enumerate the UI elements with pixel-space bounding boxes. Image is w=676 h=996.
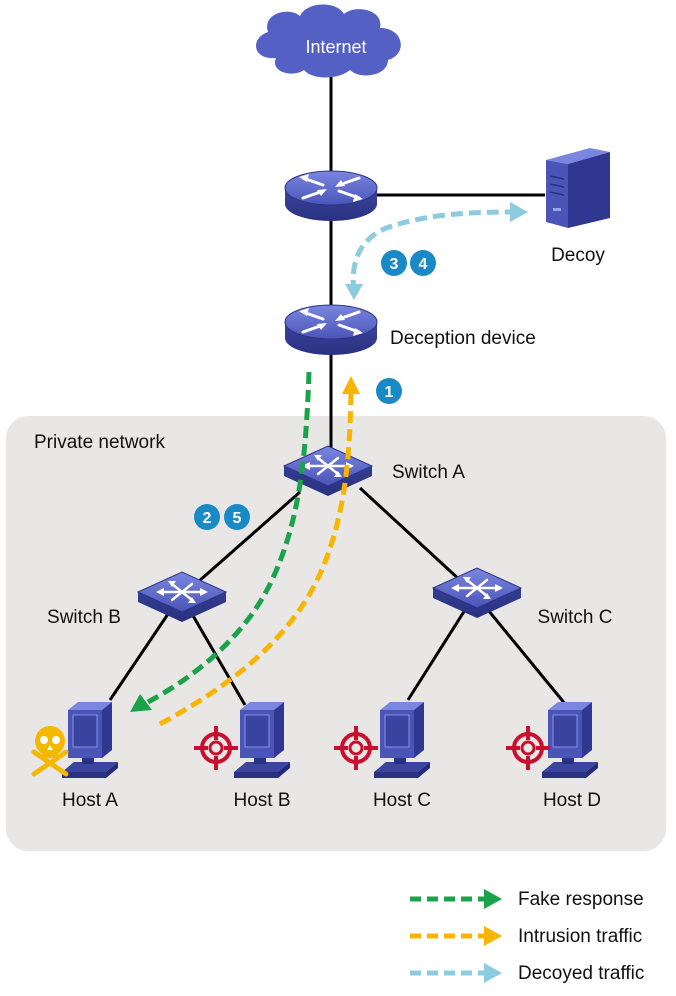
switch-b-label: Switch B — [47, 607, 121, 628]
svg-text:1: 1 — [385, 384, 394, 401]
internet-label: Internet — [305, 37, 366, 57]
private-network-region — [6, 416, 666, 851]
legend-item-fake-response: Fake response — [410, 889, 644, 910]
decoy-server-icon[interactable] — [546, 148, 610, 228]
decoyed-traffic-arrowhead — [345, 284, 363, 300]
legend-item-intrusion-traffic: Intrusion traffic — [410, 926, 642, 947]
deception-device-label: Deception device — [390, 328, 536, 349]
step-badge-2: 2 — [194, 504, 220, 530]
host-d-icon[interactable] — [541, 701, 599, 779]
intrusion-traffic-arrowhead — [342, 376, 360, 394]
internet-cloud-icon — [256, 4, 401, 78]
svg-text:4: 4 — [419, 256, 428, 273]
svg-text:Fake response: Fake response — [518, 889, 644, 910]
fake-response-path — [146, 371, 312, 705]
fake-response-arrowhead — [130, 694, 152, 712]
host-c-icon[interactable] — [373, 701, 431, 779]
host-a-label: Host A — [62, 790, 118, 811]
switch-a-label: Switch A — [392, 462, 465, 483]
host-c-label: Host C — [373, 790, 431, 811]
decoy-label: Decoy — [551, 245, 605, 266]
svg-text:Intrusion traffic: Intrusion traffic — [518, 926, 642, 947]
svg-text:2: 2 — [203, 510, 212, 527]
skull-icon — [31, 726, 69, 777]
decoyed-traffic-path — [350, 209, 513, 293]
step-badge-1: 1 — [376, 378, 402, 404]
svg-text:3: 3 — [390, 256, 399, 273]
svg-text:5: 5 — [233, 510, 242, 527]
deception-device-icon[interactable] — [283, 303, 379, 357]
host-b-label: Host B — [233, 790, 290, 811]
host-b-icon[interactable] — [233, 701, 291, 779]
router-icon[interactable] — [283, 169, 379, 223]
svg-text:Decoyed traffic: Decoyed traffic — [518, 963, 644, 984]
host-a-icon[interactable] — [61, 701, 119, 779]
intrusion-traffic-path — [158, 391, 354, 727]
host-d-label: Host D — [543, 790, 601, 811]
private-network-label: Private network — [34, 432, 165, 453]
legend: Fake response Intrusion traffic Decoyed … — [410, 889, 644, 984]
decoyed-traffic-arrowhead — [510, 202, 528, 222]
step-badge-4: 4 — [410, 250, 436, 276]
step-badge-5: 5 — [224, 504, 250, 530]
switch-c-label: Switch C — [538, 607, 613, 628]
legend-item-decoyed-traffic: Decoyed traffic — [410, 963, 644, 984]
step-badge-3: 3 — [381, 250, 407, 276]
